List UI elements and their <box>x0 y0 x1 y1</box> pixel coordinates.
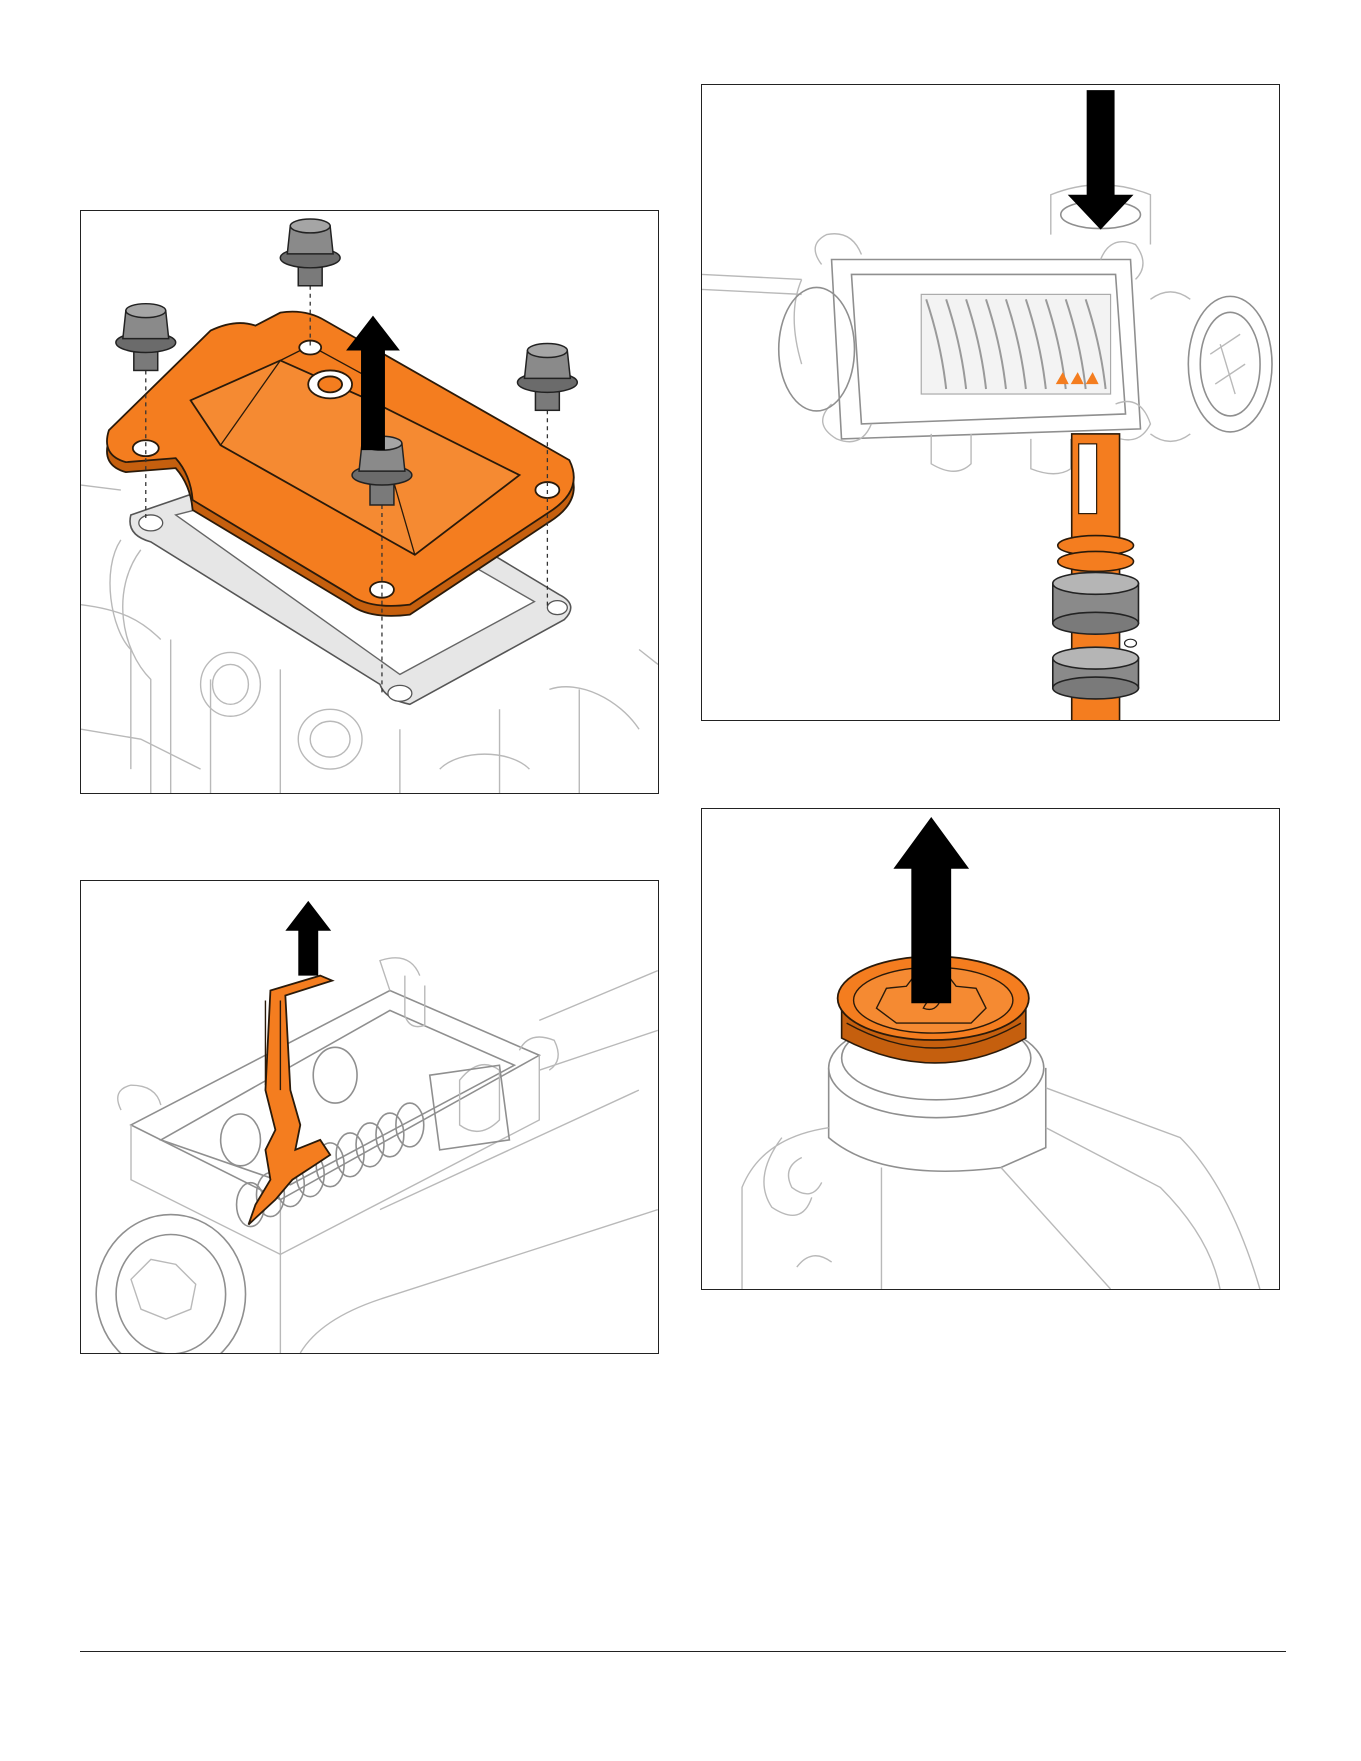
flange-bolt <box>517 344 577 411</box>
figure-shaft-installation <box>701 84 1280 721</box>
figure-shift-fork-removal <box>80 880 659 1354</box>
arrow-up-icon <box>285 901 331 976</box>
shift-fork-illustration <box>81 881 658 1353</box>
shaft-installation-illustration <box>702 85 1279 720</box>
flange-bolt <box>116 304 176 371</box>
footer-rule <box>80 1651 1286 1652</box>
end-plug-illustration <box>702 809 1279 1289</box>
cover-plate-illustration <box>81 211 658 793</box>
arrow-down-icon <box>1068 90 1134 230</box>
shift-fork <box>249 976 333 1225</box>
gearbox-housing <box>96 958 658 1353</box>
figure-end-plug-removal <box>701 808 1280 1290</box>
sector-shaft <box>1053 434 1139 720</box>
figure-cover-plate-removal <box>80 210 659 794</box>
gearbox-housing <box>742 1016 1260 1289</box>
worm-gear <box>921 294 1110 394</box>
flange-bolt <box>280 219 340 286</box>
